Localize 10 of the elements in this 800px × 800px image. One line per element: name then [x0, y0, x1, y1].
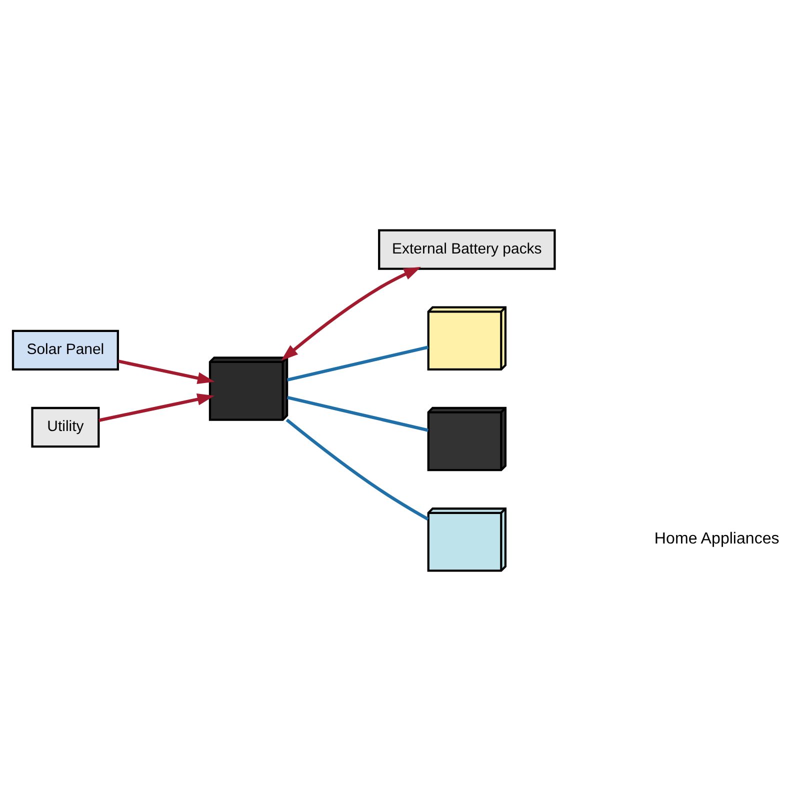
arrow [281, 266, 422, 360]
connector [286, 345, 429, 382]
connector [286, 418, 429, 520]
node-box: Utility [31, 406, 100, 448]
node-box: Solar Panel [12, 329, 119, 370]
arrow [98, 392, 214, 422]
connector [286, 395, 429, 432]
label: Home Appliances [654, 528, 780, 547]
arrow [118, 359, 215, 384]
node-box: External Battery packs [378, 228, 556, 270]
